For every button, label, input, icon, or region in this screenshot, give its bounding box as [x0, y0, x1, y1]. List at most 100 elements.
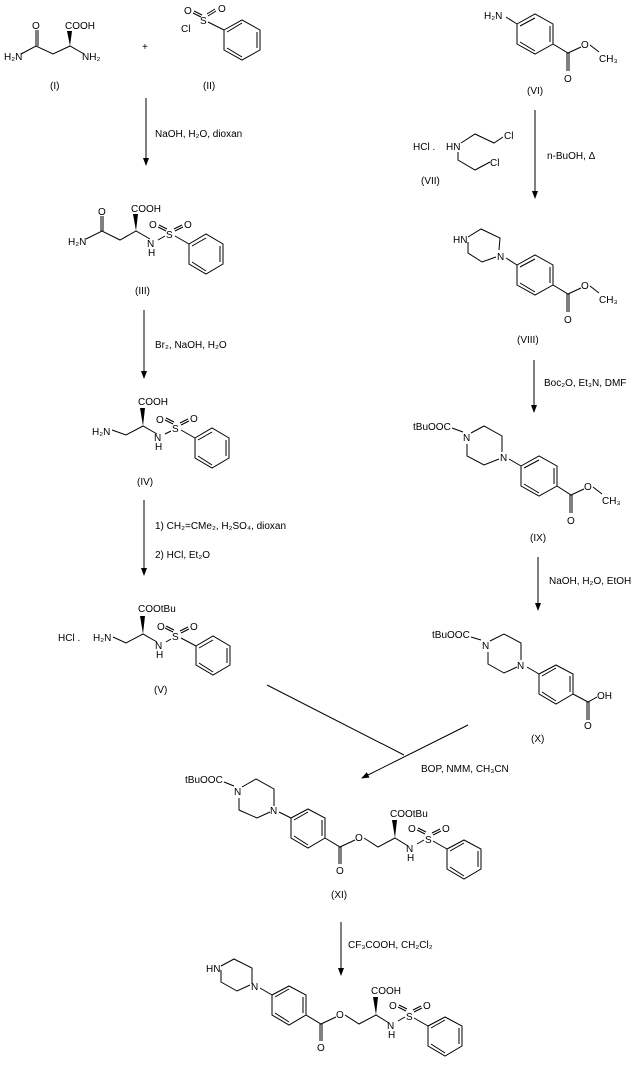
atom-n2: N: [517, 661, 524, 672]
atom-h: H: [148, 248, 155, 259]
compound-IX: tBuOOC N N O CH₃ O (IX): [413, 422, 621, 544]
atom-s: S: [172, 424, 179, 435]
atom-s: S: [200, 16, 207, 27]
atom-n: N: [154, 433, 161, 444]
compound-label-III: (III): [135, 286, 150, 297]
atom-n2: N: [251, 982, 258, 993]
atom-hn: HN: [453, 235, 467, 246]
compound-label-X: (X): [531, 734, 544, 745]
atom-o: O: [336, 1010, 344, 1021]
convergence-line-left: [266, 684, 405, 756]
atom-o1: O: [156, 415, 164, 426]
atom-h2n: H₂N: [484, 11, 502, 22]
atom-o1: O: [149, 220, 157, 231]
atom-cooh-tbu: COOtBu: [390, 809, 428, 820]
reagents-step3a: 1) CH₂=CMe₂, H₂SO₄, dioxan: [155, 521, 286, 532]
atom-n: N: [406, 844, 413, 855]
atom-ch3: CH₃: [599, 295, 618, 306]
compound-IV: H₂N COOH N H S O O (IV): [92, 397, 230, 488]
atom-hn: HN: [206, 964, 220, 975]
atom-o: O: [581, 281, 589, 292]
atom-o3: O: [408, 824, 416, 835]
atom-hn: HN: [446, 142, 460, 153]
compound-VII: HCl . HN Cl Cl (VII): [413, 131, 513, 187]
atom-h: H: [388, 1030, 395, 1041]
atom-o: O: [584, 482, 592, 493]
atom-o2: O: [218, 4, 226, 15]
atom-boc: tBuOOC: [432, 630, 470, 641]
salt-hcl: HCl .: [58, 633, 80, 644]
atom-n1: N: [463, 433, 470, 444]
salt-hcl: HCl .: [413, 142, 435, 153]
atom-h2n: H₂N: [4, 52, 22, 63]
reagents-step2: Br₂, NaOH, H₂O: [155, 340, 227, 351]
atom-o1: O: [157, 622, 165, 633]
atom-cl1: Cl: [504, 131, 513, 142]
atom-o: O: [355, 833, 363, 844]
atom-n: N: [147, 239, 154, 250]
reagents-step5: Boc₂O, Et₃N, DMF: [544, 378, 626, 389]
compound-label-VIII: (VIII): [517, 335, 539, 346]
atom-o3: O: [389, 1001, 397, 1012]
atom-h2n: H₂N: [68, 237, 86, 248]
atom-cooh: COOH: [371, 986, 401, 997]
compound-final-product: HN N O O COOH N H S O O: [206, 958, 463, 1057]
atom-o: O: [32, 21, 40, 32]
atom-o2: O: [336, 866, 344, 877]
reagents-step3b: 2) HCl, Et₂O: [155, 550, 210, 561]
atom-n: N: [497, 252, 504, 263]
atom-s: S: [406, 1012, 413, 1023]
atom-s: S: [166, 230, 173, 241]
atom-o1: O: [184, 6, 192, 17]
compound-label-VII: (VII): [421, 176, 440, 187]
compound-I: H₂N O COOH NH₂ (I): [4, 21, 100, 92]
compound-label-XI: (XI): [331, 890, 347, 901]
atom-n2: N: [500, 453, 507, 464]
reagents-step1: NaOH, H₂O, dioxan: [155, 129, 242, 140]
compound-label-I: (I): [50, 81, 59, 92]
atom-h: H: [155, 442, 162, 453]
plus-sign: +: [142, 42, 148, 53]
atom-o4: O: [442, 824, 450, 835]
compound-label-VI: (VI): [527, 86, 543, 97]
reaction-arrow-7: [361, 724, 469, 779]
atom-o2: O: [564, 315, 572, 326]
reagents-step7: BOP, NMM, CH₃CN: [421, 764, 509, 775]
atom-boc: tBuOOC: [185, 775, 223, 786]
atom-o4: O: [423, 1001, 431, 1012]
compound-X: tBuOOC N N OH O (X): [432, 630, 612, 745]
reagents-step6: NaOH, H₂O, EtOH: [549, 576, 631, 587]
compound-VI: H₂N O CH₃ O (VI): [484, 11, 618, 97]
atom-nh2: NH₂: [82, 52, 100, 63]
atom-h2n: H₂N: [93, 633, 111, 644]
atom-o2: O: [567, 516, 575, 527]
compound-V: HCl . H₂N COOtBu N H S O O (V): [58, 604, 231, 696]
atom-o2: O: [317, 1043, 325, 1054]
compound-label-V: (V): [154, 685, 167, 696]
atom-n: N: [387, 1021, 394, 1032]
atom-o2: O: [184, 220, 192, 231]
compound-VIII: HN N O CH₃ O (VIII): [453, 228, 618, 346]
reagents-step8: CF₃COOH, CH₂Cl₂: [348, 940, 433, 951]
atom-n: N: [155, 641, 162, 652]
atom-h2n: H₂N: [92, 427, 110, 438]
atom-cooh: COOH: [65, 21, 95, 32]
atom-cooh-tbu: COOtBu: [138, 604, 176, 615]
atom-n2: N: [270, 806, 277, 817]
atom-n1: N: [234, 787, 241, 798]
atom-cl: Cl: [181, 24, 190, 35]
atom-s: S: [425, 835, 432, 846]
atom-cooh: COOH: [138, 397, 168, 408]
atom-o: O: [98, 207, 106, 218]
compound-XI: tBuOOC N N O O COOtBu N H S O O (XI): [185, 775, 482, 901]
compound-label-IX: (IX): [530, 533, 546, 544]
atom-ch3: CH₃: [599, 54, 618, 65]
atom-o: O: [584, 721, 592, 732]
atom-h: H: [156, 650, 163, 661]
atom-h: H: [407, 853, 414, 864]
atom-boc: tBuOOC: [413, 422, 451, 433]
compound-III: H₂N O COOH N H S O O (III): [68, 204, 224, 297]
atom-o: O: [581, 40, 589, 51]
compound-label-IV: (IV): [137, 477, 153, 488]
